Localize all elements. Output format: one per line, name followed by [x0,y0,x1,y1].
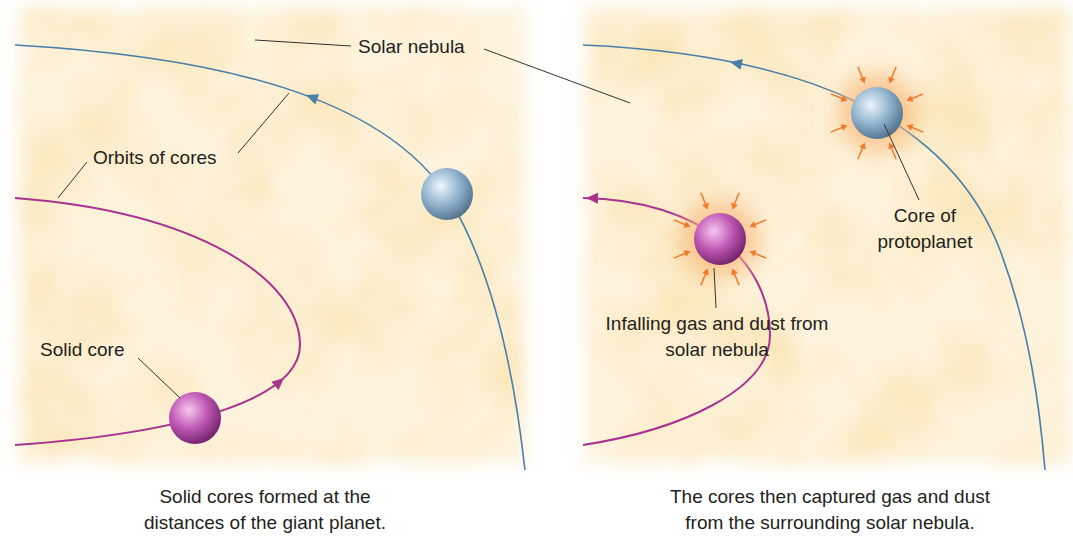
infall-arrow [672,217,691,230]
protoplanet-core [851,87,903,139]
leader-line [138,358,180,398]
orbit-label: Orbits of cores [93,145,217,171]
infall-arrow [748,217,767,230]
protoplanet-core [694,213,746,265]
infall-arrow [886,65,899,84]
leader-line [884,124,919,200]
core-label: Solid core [40,337,125,363]
protoplanet-label: Core of protoplanet [863,203,988,255]
infall-arrow [855,65,868,84]
orbit-arrowhead [586,193,598,204]
infall-label: Infalling gas and dust from solar nebula [605,311,830,363]
infall-arrow [829,122,848,135]
nebula-label: Solar nebula [358,34,465,60]
leader-line [255,40,351,46]
leader-line [58,162,87,198]
infall-glow [822,58,932,168]
infall-arrow [905,122,924,135]
leader-lines [58,40,919,398]
infall-arrow [729,267,742,286]
infall-arrow [886,141,899,160]
infall-arrow [672,248,691,261]
orbit-line [583,45,1045,470]
orbit-arrowhead [271,374,287,390]
infall-arrows [672,65,924,286]
infall-arrow [855,141,868,160]
infall-arrow [905,91,924,104]
orbit-arrowhead [304,90,319,105]
orbit-line [15,198,300,445]
orbit-arrowhead [729,57,743,70]
infall-arrow [829,91,848,104]
leader-line [238,93,289,153]
solid-core [421,168,473,220]
infall-arrow [748,248,767,261]
orbit-line [15,45,525,470]
infall-arrow [729,191,742,210]
infall-arrow [698,191,711,210]
panel-caption: The cores then captured gas and dust fro… [654,484,1006,536]
panel-caption: Solid cores formed at the distances of t… [123,484,408,536]
infall-arrow [698,267,711,286]
leader-line [714,268,716,308]
infall-glow [665,184,775,294]
leader-line [484,49,630,103]
solid-core [169,392,221,444]
